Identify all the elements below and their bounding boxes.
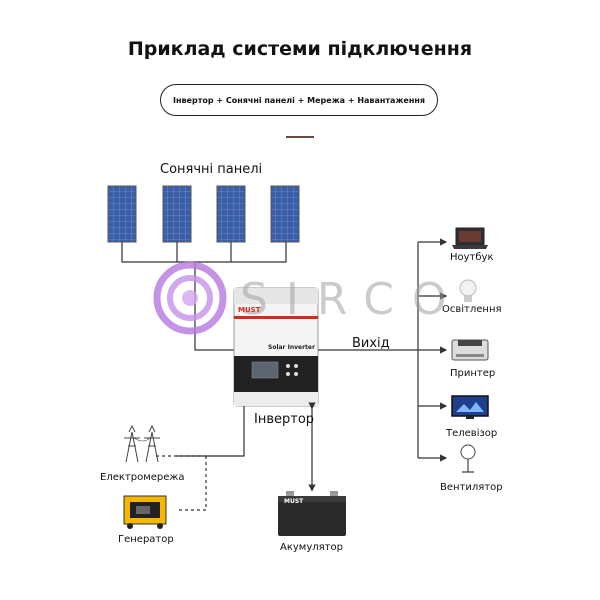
inverter-device <box>233 287 319 407</box>
generator-label: Генератор <box>118 534 174 545</box>
solar-panel-3 <box>216 185 246 243</box>
subtitle-text: Інвертор + Сонячні панелі + Мережа + Нав… <box>172 95 426 105</box>
tv-label: Телевізор <box>446 428 498 439</box>
solar-panel-4 <box>270 185 300 243</box>
grid-wiring <box>156 406 245 511</box>
inverter-label: Інвертор <box>254 412 315 427</box>
lighting-label: Освітлення <box>442 304 502 315</box>
laptop-label: Ноутбук <box>450 252 494 263</box>
output-label: Вихід <box>352 336 390 351</box>
battery-brand: MUST <box>284 498 304 505</box>
tv-icon <box>451 395 489 419</box>
inverter-brand: MUST <box>238 306 261 314</box>
solar-panel-2 <box>162 185 192 243</box>
battery-label: Акумулятор <box>280 542 343 553</box>
printer-icon <box>451 339 489 361</box>
solar-panel-1 <box>107 185 137 243</box>
output-wiring <box>318 238 448 462</box>
inverter-model: Solar Inverter <box>268 344 315 351</box>
laptop-icon <box>452 227 488 249</box>
light-bulb-icon <box>459 279 477 302</box>
fan-icon <box>460 444 476 473</box>
power-tower-icon <box>124 424 160 463</box>
panel-wiring <box>121 242 287 351</box>
generator-icon <box>123 495 167 529</box>
subtitle-pill: Інвертор + Сонячні панелі + Мережа + Нав… <box>160 84 438 116</box>
watermark-text: SIRCO <box>240 274 465 325</box>
solar-panels-label: Сонячні панелі <box>160 162 263 177</box>
title-divider <box>286 136 314 138</box>
page-title: Приклад системи підключення <box>127 38 473 60</box>
fan-label: Вентилятор <box>440 482 503 493</box>
grid-label: Електромережа <box>100 472 185 483</box>
printer-label: Принтер <box>450 368 496 379</box>
watermark-logo-icon <box>153 261 227 335</box>
battery-icon <box>278 491 346 536</box>
